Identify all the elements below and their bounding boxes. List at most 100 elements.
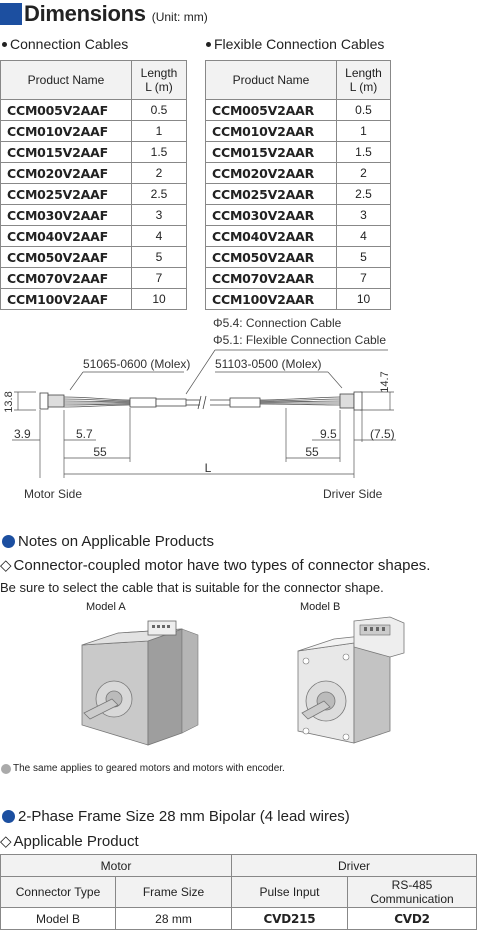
- length-cell: 4: [336, 225, 391, 247]
- length-cell: 1.5: [336, 141, 391, 163]
- diamond-icon: ◇: [0, 833, 12, 850]
- diameter-flexible-text: Φ5.1: Flexible Connection Cable: [213, 333, 386, 347]
- section-header-dimensions: Dimensions (Unit: mm): [0, 0, 208, 28]
- length-cell: 5: [131, 246, 187, 268]
- col-product-name: Product Name: [0, 60, 132, 100]
- motor-model-b-image: [297, 616, 405, 744]
- notes-heading-text: Notes on Applicable Products: [18, 533, 214, 550]
- left-wires: [63, 396, 131, 408]
- product-name-cell: CCM020V2AAF: [0, 162, 132, 184]
- product-name-cell: CCM050V2AAF: [0, 246, 132, 268]
- product-name-cell: CCM040V2AAF: [0, 225, 132, 247]
- connector-right-text: 51103-0500 (Molex): [215, 357, 322, 371]
- length-cell: 0.5: [336, 99, 391, 121]
- blue-circle-icon: [2, 535, 15, 548]
- length-cell: 5: [336, 246, 391, 268]
- col-length-line2: L (m): [145, 80, 173, 94]
- right-wires: [259, 396, 341, 406]
- notes-subheading-text: Connector-coupled motor have two types o…: [13, 556, 431, 574]
- length-cell: 3: [336, 204, 391, 226]
- col-length-line1: Length: [345, 66, 382, 80]
- col-frame-size: Frame Size: [115, 876, 232, 908]
- product-name-cell: CCM100V2AAR: [205, 288, 337, 310]
- length-cell: 7: [131, 267, 187, 289]
- dim-9-5: 9.5: [320, 427, 337, 441]
- col-pulse-input: Pulse Input: [231, 876, 348, 908]
- product-name-cell: CCM100V2AAF: [0, 288, 132, 310]
- right-connector-shape: [339, 391, 363, 411]
- dim-14-7: 14.7: [379, 371, 391, 392]
- product-name-cell: CCM025V2AAF: [0, 183, 132, 205]
- dim-14-7-lines: [360, 391, 394, 411]
- length-cell: 4: [131, 225, 187, 247]
- length-cell: 1.5: [131, 141, 187, 163]
- connection-cables-heading-text: Connection Cables: [10, 36, 129, 52]
- two-phase-subheading: ◇ Applicable Product: [0, 832, 139, 851]
- length-cell: 1: [131, 120, 187, 142]
- blue-square-icon: [0, 3, 22, 25]
- motor-side-label: Motor Side: [24, 487, 82, 501]
- dim-55-right: 55: [305, 445, 319, 459]
- motor-model-a-image: [81, 620, 199, 746]
- col-length-line2: L (m): [349, 80, 378, 94]
- connector-left-text: 51065-0600 (Molex): [83, 357, 190, 371]
- bullet-icon: [2, 41, 7, 47]
- applicable-product-table: Motor Driver Connector Type Frame Size P…: [0, 854, 477, 930]
- length-cell: 2: [131, 162, 187, 184]
- grey-circle-icon: [1, 763, 11, 774]
- cable-dimension-drawing: Φ5.4: Connection Cable Φ5.1: Flexible Co…: [3, 316, 396, 501]
- connection-cables-heading: Connection Cables: [2, 36, 128, 52]
- cell-rs485: CVD2: [347, 907, 477, 930]
- dim-13-8-lines: [14, 391, 36, 411]
- model-a-label: Model A: [86, 601, 126, 613]
- leader-lines: [69, 349, 388, 395]
- col-connector-type: Connector Type: [0, 876, 116, 908]
- length-cell: 1: [336, 120, 391, 142]
- unit-label: (Unit: mm): [151, 10, 208, 24]
- two-phase-subheading-text: Applicable Product: [13, 832, 139, 850]
- product-name-cell: CCM030V2AAF: [0, 204, 132, 226]
- col-length-line1: Length: [140, 66, 178, 80]
- dim-55-left: 55: [93, 445, 107, 459]
- product-name-cell: CCM015V2AAR: [205, 141, 337, 163]
- length-cell: 10: [336, 288, 391, 310]
- product-name-cell: CCM005V2AAR: [205, 99, 337, 121]
- length-cell: 0.5: [131, 99, 187, 121]
- group-driver: Driver: [231, 854, 477, 877]
- page-title: Dimensions: [24, 1, 146, 26]
- product-name-cell: CCM040V2AAR: [205, 225, 337, 247]
- product-name-cell: CCM030V2AAR: [205, 204, 337, 226]
- product-name-cell: CCM010V2AAF: [0, 120, 132, 142]
- product-name-cell: CCM020V2AAR: [205, 162, 337, 184]
- dim-13-8: 13.8: [3, 391, 15, 412]
- length-cell: 2.5: [336, 183, 391, 205]
- length-cell: 7: [336, 267, 391, 289]
- dim-3-9: 3.9: [14, 427, 31, 441]
- cell-pulse-input: CVD215: [231, 907, 348, 930]
- diamond-icon: ◇: [0, 557, 12, 574]
- notes-heading: Notes on Applicable Products: [2, 533, 214, 550]
- product-name-cell: CCM050V2AAR: [205, 246, 337, 268]
- product-name-cell: CCM070V2AAR: [205, 267, 337, 289]
- notes-footnote-text: The same applies to geared motors and mo…: [13, 763, 285, 774]
- product-name-cell: CCM025V2AAR: [205, 183, 337, 205]
- blue-circle-icon: [2, 810, 15, 823]
- notes-footnote: The same applies to geared motors and mo…: [1, 763, 285, 774]
